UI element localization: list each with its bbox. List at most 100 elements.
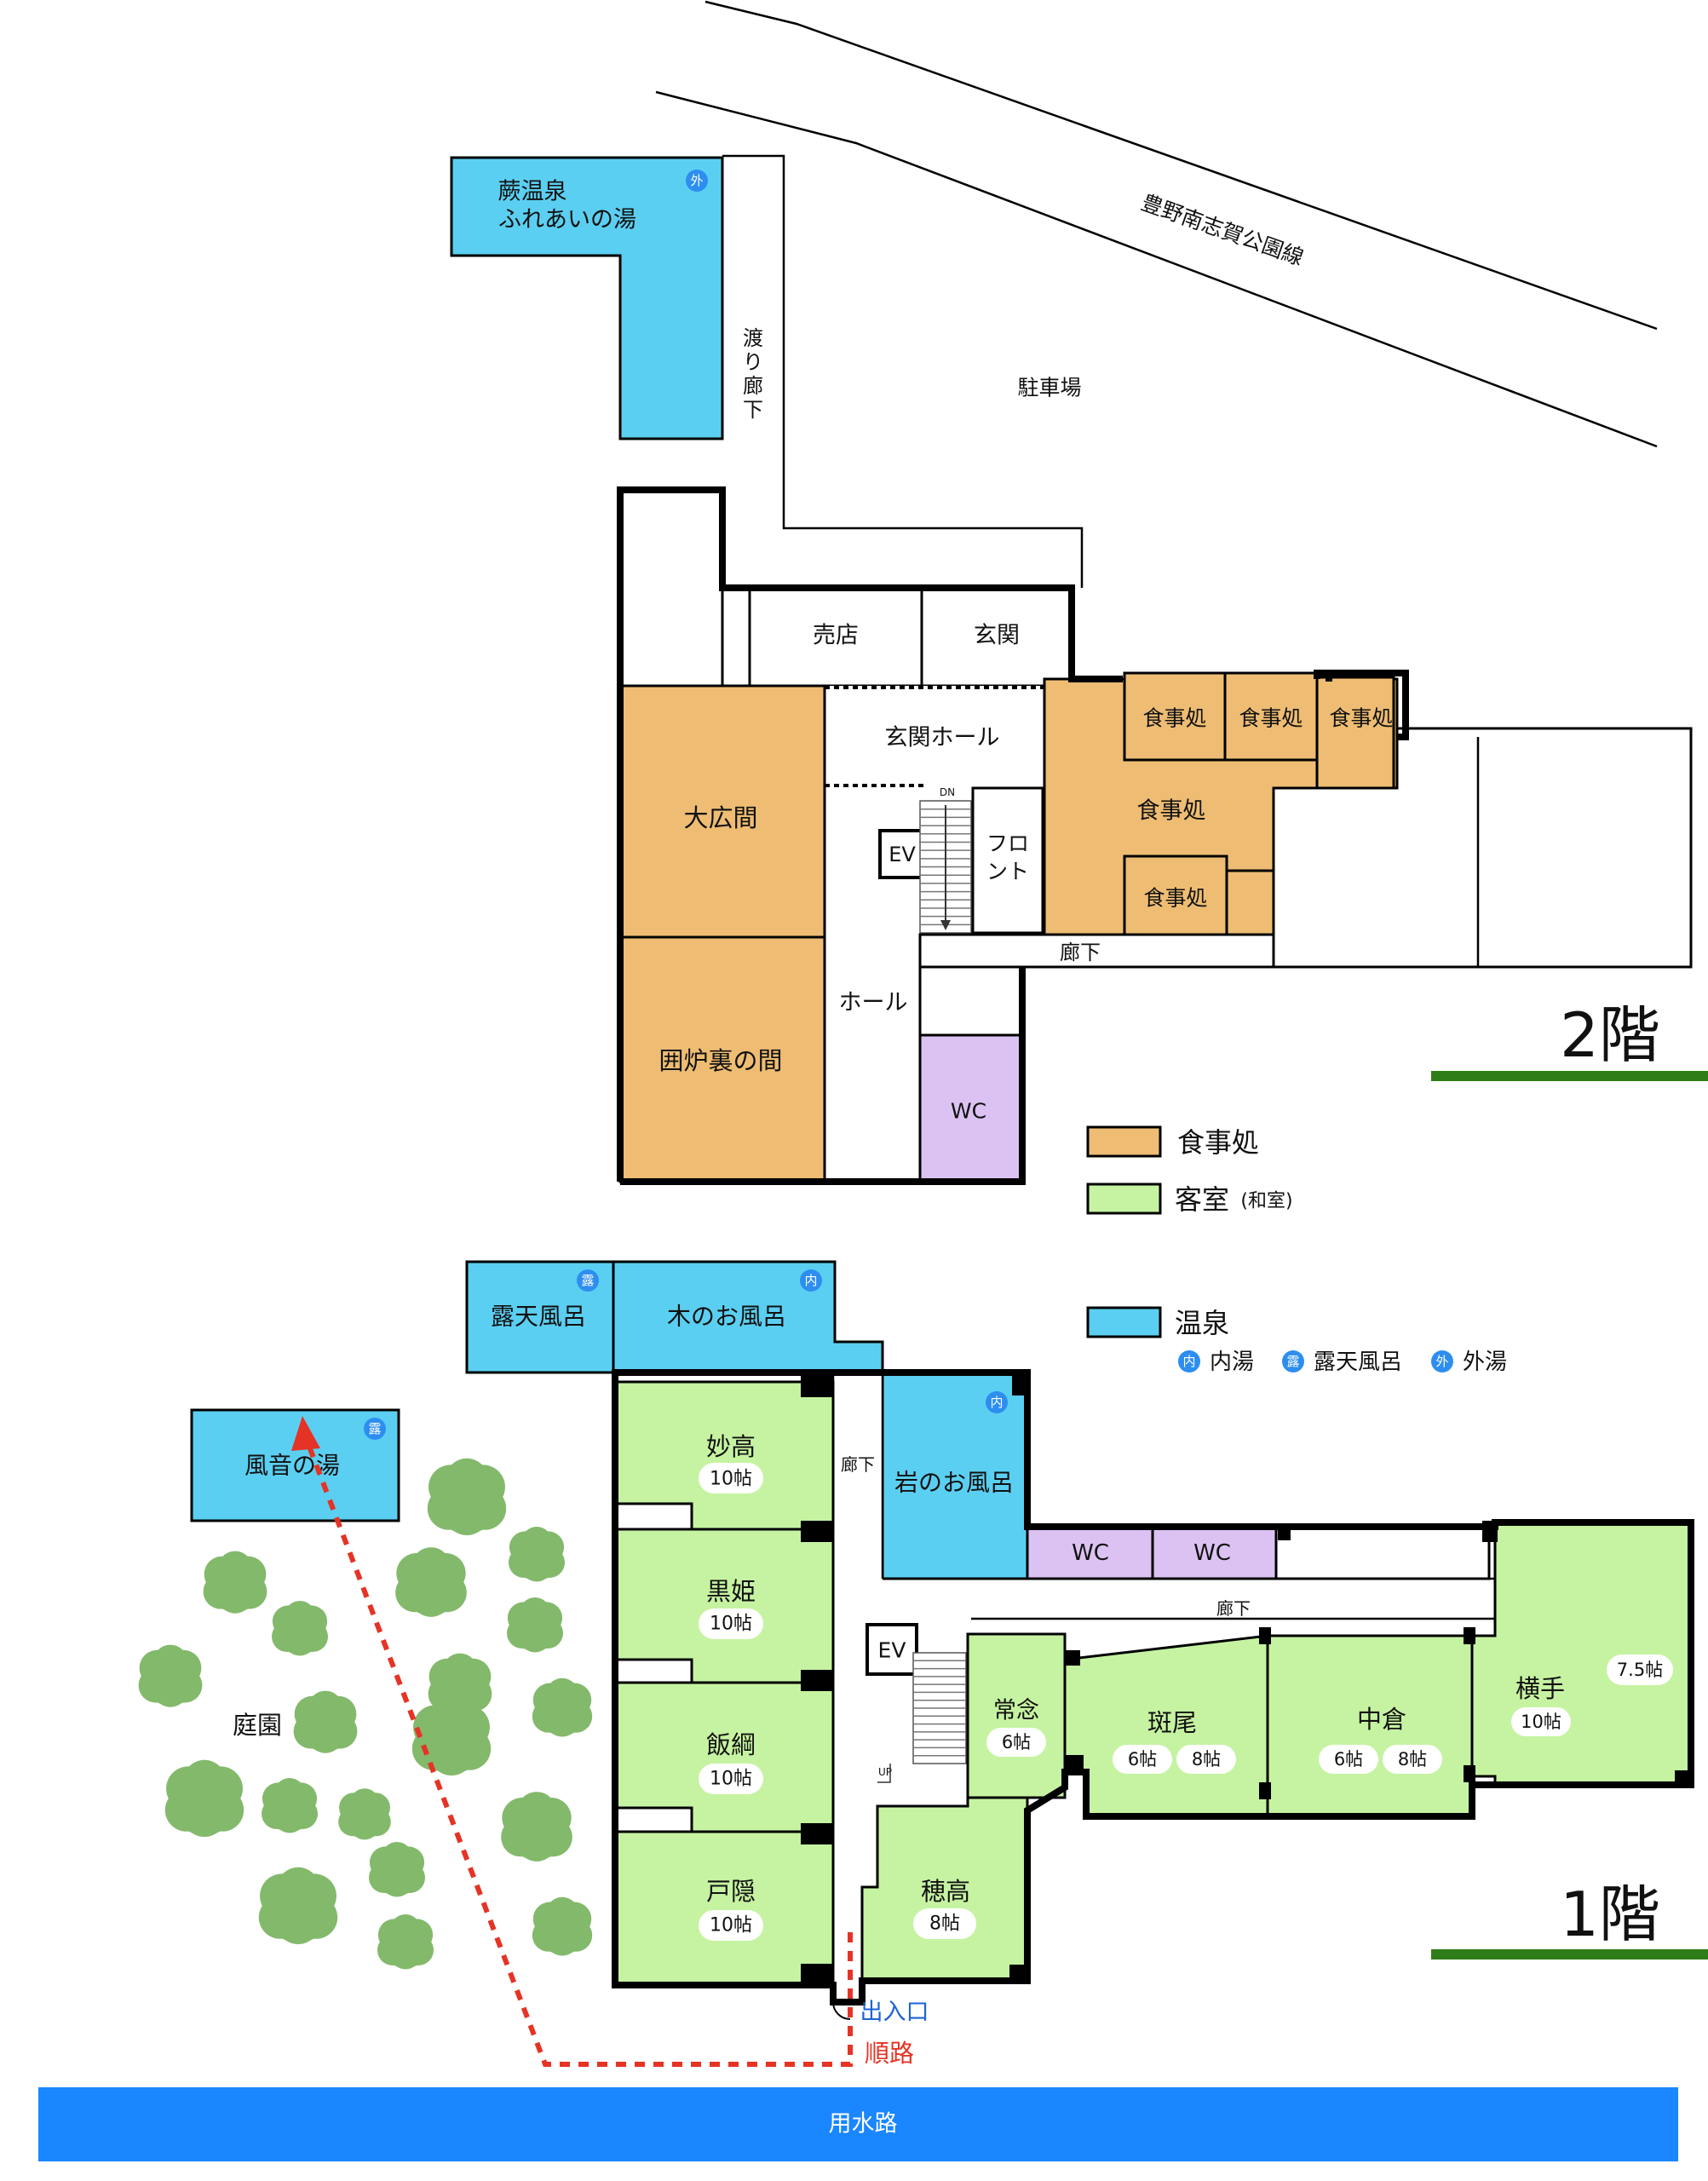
svg-text:1階: 1階: [1560, 1879, 1660, 1950]
kinoofuro[interactable]: 木のお風呂 内: [612, 1260, 884, 1374]
road: 豊野南志賀公園線: [655, 0, 1658, 448]
dining-room-a[interactable]: 食事処: [1123, 671, 1227, 762]
shop-room[interactable]: 売店: [748, 586, 923, 688]
rotenburo[interactable]: 露天風呂 露: [465, 1260, 615, 1374]
svg-text:食事処: 食事処: [1142, 706, 1206, 731]
garden-trees: [138, 1458, 593, 1970]
svg-text:露: 露: [581, 1273, 594, 1288]
svg-text:大広間: 大広間: [683, 803, 757, 832]
svg-text:外: 外: [690, 173, 703, 188]
front-desk[interactable]: フロ ント: [971, 786, 1044, 935]
road-edge-upper: [704, 0, 1658, 331]
svg-text:露: 露: [368, 1421, 381, 1436]
guest-room-yokote[interactable]: 横手 10帖 7.5帖: [1470, 1521, 1693, 1787]
svg-text:食事処: 食事処: [1329, 706, 1393, 731]
tree-icon: [509, 1527, 565, 1582]
svg-text:岩のお風呂: 岩のお風呂: [894, 1469, 1014, 1497]
svg-text:露天風呂: 露天風呂: [1314, 1349, 1402, 1375]
tree-icon: [203, 1551, 267, 1614]
grand-hall[interactable]: 大広間: [618, 684, 826, 939]
floor-2: 売店 玄関 玄関ホール ホール EV DN フロ ント: [617, 486, 1693, 1185]
floor-2-label: 2階: [1431, 999, 1708, 1081]
svg-text:外湯: 外湯: [1463, 1349, 1507, 1375]
outdoor-bath-badge-icon: [364, 1418, 386, 1440]
svg-text:内: 内: [990, 1395, 1003, 1410]
svg-text:飯綱: 飯綱: [706, 1730, 756, 1759]
floor-1-label: 1階: [1431, 1879, 1708, 1959]
svg-text:8帖: 8帖: [1192, 1749, 1221, 1770]
stairs-1f[interactable]: UP: [877, 1652, 967, 1783]
tree-icon: [164, 1759, 244, 1838]
tree-icon: [377, 1914, 434, 1970]
svg-text:木のお風呂: 木のお風呂: [667, 1303, 786, 1331]
legend-food-label: 食事処: [1177, 1126, 1259, 1159]
legend-outside-badge-icon: [1431, 1350, 1453, 1372]
svg-text:6帖: 6帖: [1002, 1732, 1031, 1752]
wc-1f-a[interactable]: WC: [1026, 1525, 1154, 1580]
tree-icon: [338, 1788, 391, 1840]
tree-icon: [272, 1601, 328, 1656]
guest-room-myoko[interactable]: 妙高 10帖: [613, 1380, 835, 1531]
guest-room-madarao[interactable]: 斑尾 6帖 8帖: [1063, 1634, 1269, 1818]
svg-text:WC: WC: [1072, 1540, 1109, 1566]
legend-outdoor-badge-icon: [1282, 1350, 1304, 1372]
wc-2f[interactable]: WC: [918, 1033, 1024, 1183]
guest-room-hotaka[interactable]: 穂高 8帖: [860, 1796, 1029, 1982]
entrance-room[interactable]: 玄関: [920, 586, 1073, 688]
floor-1: 露天風呂 露 木のお風呂 内 風音の湯 露 岩のお風呂 内 廊下: [190, 1260, 1694, 2005]
hall-label: ホール: [839, 990, 908, 1016]
svg-text:DN: DN: [940, 786, 955, 798]
iwanoofuro[interactable]: 岩のお風呂 内: [881, 1371, 1029, 1580]
svg-text:妙高: 妙高: [706, 1432, 756, 1461]
guest-room-nakakura[interactable]: 中倉 6帖 8帖: [1266, 1634, 1474, 1818]
svg-text:内: 内: [1182, 1354, 1195, 1369]
guest-room-iizuna[interactable]: 飯綱 10帖: [613, 1681, 835, 1833]
svg-text:10帖: 10帖: [710, 1915, 752, 1936]
svg-text:横手: 横手: [1515, 1674, 1565, 1703]
route-label: 順路: [865, 2039, 914, 2068]
tree-icon: [411, 1698, 492, 1776]
svg-text:廊: 廊: [743, 374, 763, 398]
svg-text:り: り: [743, 350, 763, 374]
legend: 食事処 客室 (和室) 温泉 内 内湯 露 露天風呂 外 外湯: [1086, 1125, 1507, 1375]
canal: 用水路: [38, 2087, 1678, 2161]
legend-inner-badge-icon: [1178, 1350, 1200, 1372]
svg-text:2階: 2階: [1560, 999, 1660, 1071]
dining-room-c[interactable]: 食事処: [1315, 676, 1395, 790]
irori-room[interactable]: 囲炉裏の間: [618, 935, 826, 1183]
svg-text:10帖: 10帖: [710, 1469, 752, 1490]
svg-text:食事処: 食事処: [1239, 706, 1303, 731]
svg-text:斑尾: 斑尾: [1147, 1708, 1197, 1737]
svg-text:用水路: 用水路: [829, 2111, 898, 2138]
tree-icon: [262, 1778, 318, 1833]
guest-room-kurohime[interactable]: 黒姫 10帖: [613, 1528, 835, 1684]
guest-room-togakushi[interactable]: 戸隠 10帖: [613, 1830, 835, 1987]
garden-label: 庭園: [233, 1711, 282, 1740]
legend-spa-label: 温泉: [1175, 1307, 1229, 1339]
svg-text:穂高: 穂高: [921, 1877, 970, 1906]
tree-icon: [427, 1458, 507, 1536]
corridor-horizontal: 廊下: [883, 1577, 1495, 1620]
svg-text:UP: UP: [878, 1766, 892, 1778]
legend-guest-swatch: [1086, 1183, 1162, 1215]
tree-icon: [532, 1896, 593, 1956]
svg-text:内: 内: [804, 1273, 817, 1288]
route-path: [291, 1416, 853, 2067]
entrance-label: 出入口: [860, 2000, 929, 2026]
elevator-1f[interactable]: EV: [866, 1623, 918, 1676]
stairs-2f[interactable]: DN: [919, 786, 972, 934]
svg-text:6帖: 6帖: [1128, 1749, 1157, 1770]
elevator-2f[interactable]: EV: [878, 829, 926, 879]
tree-icon: [507, 1597, 563, 1653]
svg-text:WC: WC: [951, 1099, 986, 1124]
kazaone-no-yu[interactable]: 風音の湯 露: [190, 1408, 400, 1522]
dining-room-b[interactable]: 食事処: [1223, 671, 1319, 762]
wc-1f-b[interactable]: WC: [1151, 1525, 1278, 1580]
guest-room-jonen[interactable]: 常念 6帖: [966, 1632, 1067, 1799]
warabi-onsen[interactable]: 蕨温泉 ふれあいの湯 外: [450, 156, 724, 440]
inner-bath-badge-icon: [800, 1269, 822, 1292]
svg-text:露: 露: [1286, 1354, 1299, 1369]
dining-room-d[interactable]: 食事処: [1123, 855, 1228, 936]
svg-text:フロ: フロ: [986, 832, 1029, 856]
